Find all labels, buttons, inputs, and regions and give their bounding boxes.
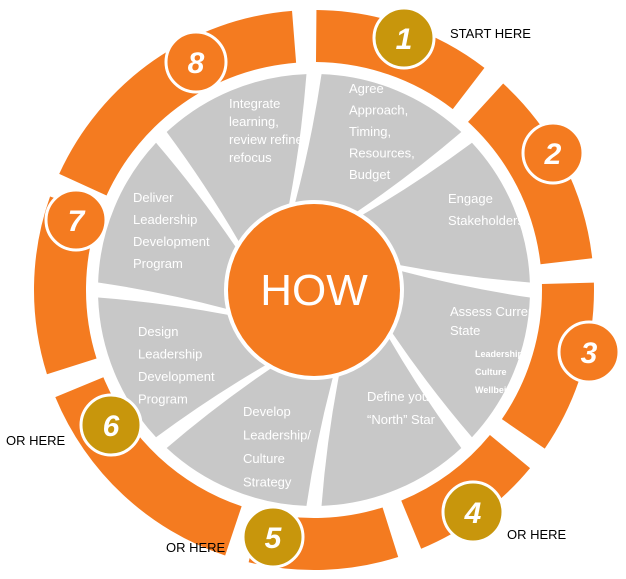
step-3-sub-item: Culture: [475, 367, 507, 377]
step-6-badge: 6: [79, 393, 143, 457]
badge-circle: [44, 188, 108, 252]
step-1-label-line: Resources,: [349, 146, 415, 161]
step-segment-5: [166, 368, 333, 506]
step-1-label-line: Budget: [349, 167, 391, 182]
step-5-label-line: Strategy: [243, 475, 292, 490]
step-7-label-line: Deliver: [133, 190, 174, 205]
step-number: 4: [464, 497, 482, 530]
step-5-badge: 5: [241, 505, 305, 569]
step-3-label-line: Assess Current: [450, 304, 539, 319]
step-1-note: START HERE: [450, 26, 531, 41]
step-number: 1: [396, 23, 413, 56]
step-7-label-line: Leadership: [133, 212, 197, 227]
step-number: 5: [265, 522, 283, 555]
step-8-label-line: learning,: [229, 114, 279, 129]
step-1-label-line: Approach,: [349, 103, 408, 118]
step-6-note: OR HERE: [6, 433, 66, 448]
step-number: 6: [103, 410, 120, 443]
step-5-label-line: Culture: [243, 451, 285, 466]
badge-circle: [79, 393, 143, 457]
step-3-badge: 3: [557, 320, 621, 384]
center-circle: [228, 204, 400, 376]
step-number: 8: [188, 47, 205, 80]
step-7-badge: 7: [44, 188, 108, 252]
step-segment-3: [392, 271, 530, 438]
step-4-badge: 4: [441, 480, 505, 544]
step-8-badge: 8: [164, 30, 228, 94]
badge-circle: [241, 505, 305, 569]
outer-ring-segment: [59, 10, 297, 196]
step-6-label-line: Development: [138, 369, 215, 384]
step-4-note: OR HERE: [507, 527, 567, 542]
step-segment-7: [98, 142, 236, 309]
step-segment-4: [321, 339, 462, 506]
badge-circle: [372, 6, 436, 70]
step-7-label-line: Program: [133, 256, 183, 271]
step-2-label-line: Engage: [448, 191, 493, 206]
step-5-note: OR HERE: [166, 540, 226, 555]
center-label: HOW: [260, 266, 368, 315]
step-5-label-line: Leadership/: [243, 428, 311, 443]
badge-circle: [557, 320, 621, 384]
step-1-label-line: Timing,: [349, 124, 391, 139]
step-number: 2: [544, 138, 562, 171]
step-segment-8: [166, 74, 307, 241]
step-6-label-line: Design: [138, 324, 178, 339]
step-5-label-line: Develop: [243, 404, 291, 419]
step-number: 7: [68, 205, 86, 238]
step-segment-1: [295, 74, 462, 212]
step-2-badge: 2: [521, 121, 585, 185]
step-segment-6: [98, 297, 265, 438]
step-3-label-line: State: [450, 323, 480, 338]
step-6-label-line: Leadership: [138, 347, 202, 362]
step-8-label-line: review refine: [229, 132, 303, 147]
step-segment-2: [363, 142, 530, 283]
step-2-label-line: Stakeholders: [448, 213, 524, 228]
step-number: 3: [581, 337, 598, 370]
badge-circle: [441, 480, 505, 544]
step-6-label-line: Program: [138, 392, 188, 407]
step-1-label-line: Agree: [349, 81, 384, 96]
step-8-label-line: refocus: [229, 150, 272, 165]
step-3-sub-item: Wellbeing: [475, 385, 517, 395]
step-4-label-line: “North” Star: [367, 412, 436, 427]
step-4-label-line: Define your: [367, 389, 434, 404]
step-3-sub-item: Leadership: [475, 349, 524, 359]
step-7-label-line: Development: [133, 234, 210, 249]
outer-ring-segment: [501, 282, 594, 449]
badge-circle: [164, 30, 228, 94]
step-8-label-line: Integrate: [229, 96, 280, 111]
badge-circle: [521, 121, 585, 185]
step-1-badge: 1: [372, 6, 436, 70]
